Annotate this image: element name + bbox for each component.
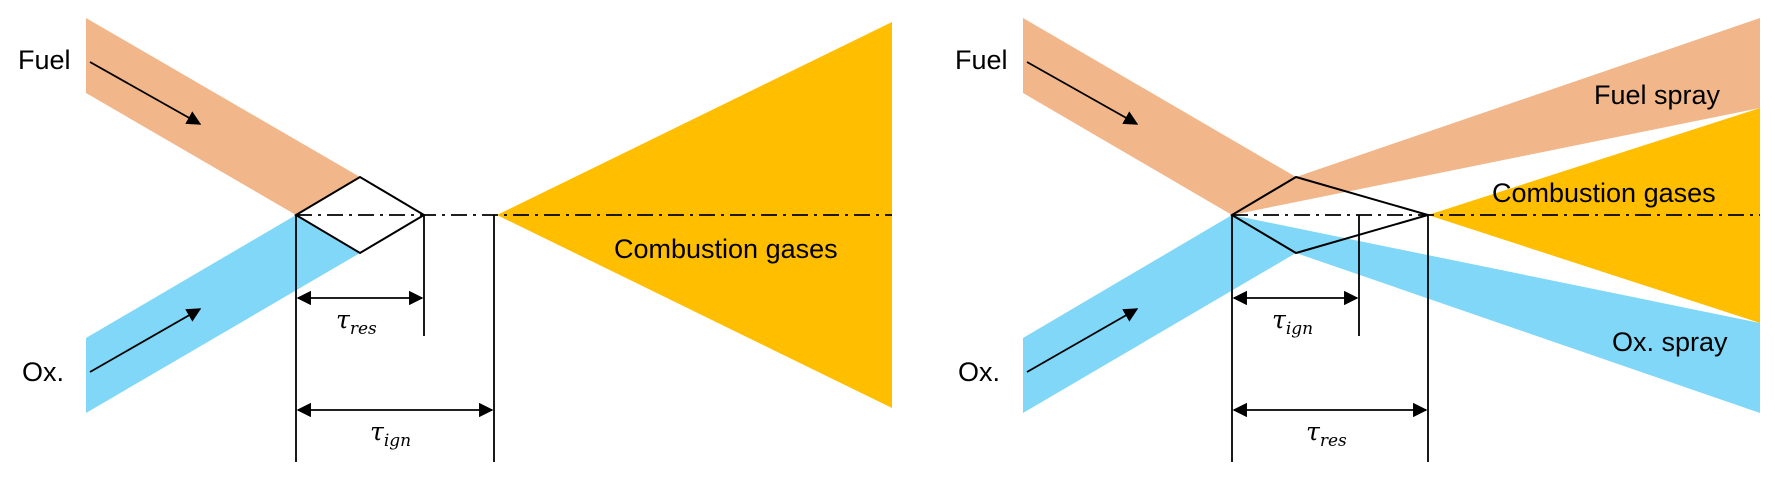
left-panel: Fuel Ox. Combustion gases τres τign	[18, 18, 892, 462]
right-fuel-spray-label: Fuel spray	[1594, 80, 1721, 110]
right-ox-spray	[1232, 215, 1760, 413]
right-tau-res-label: τres	[1306, 417, 1347, 451]
right-ox-flow-arrow	[1026, 308, 1139, 373]
left-tau-ign-label: τign	[370, 417, 411, 451]
left-fuel-flow-arrow	[89, 61, 202, 125]
left-ox-flow-arrow	[89, 308, 202, 373]
right-tau-ign-label: τign	[1272, 305, 1313, 339]
right-ox-label: Ox.	[958, 357, 1000, 387]
left-tau-res-label: τres	[336, 305, 377, 339]
right-panel: Fuel Ox. Fuel spray Combustion gases Ox.…	[955, 18, 1760, 462]
right-fuel-label: Fuel	[955, 45, 1008, 75]
right-fuel-jet	[1023, 18, 1296, 215]
left-ox-jet	[86, 215, 360, 413]
left-combustion-cone	[497, 22, 892, 408]
right-combustion-wedge	[1428, 108, 1760, 323]
right-ox-jet	[1023, 215, 1296, 413]
left-combustion-label: Combustion gases	[614, 234, 838, 264]
left-fuel-label: Fuel	[18, 45, 71, 75]
left-ox-label: Ox.	[22, 357, 64, 387]
right-combustion-label: Combustion gases	[1492, 178, 1716, 208]
right-fuel-spray	[1232, 18, 1760, 215]
right-fuel-flow-arrow	[1026, 61, 1139, 125]
left-fuel-jet	[86, 18, 360, 215]
right-ox-spray-label: Ox. spray	[1612, 327, 1728, 357]
